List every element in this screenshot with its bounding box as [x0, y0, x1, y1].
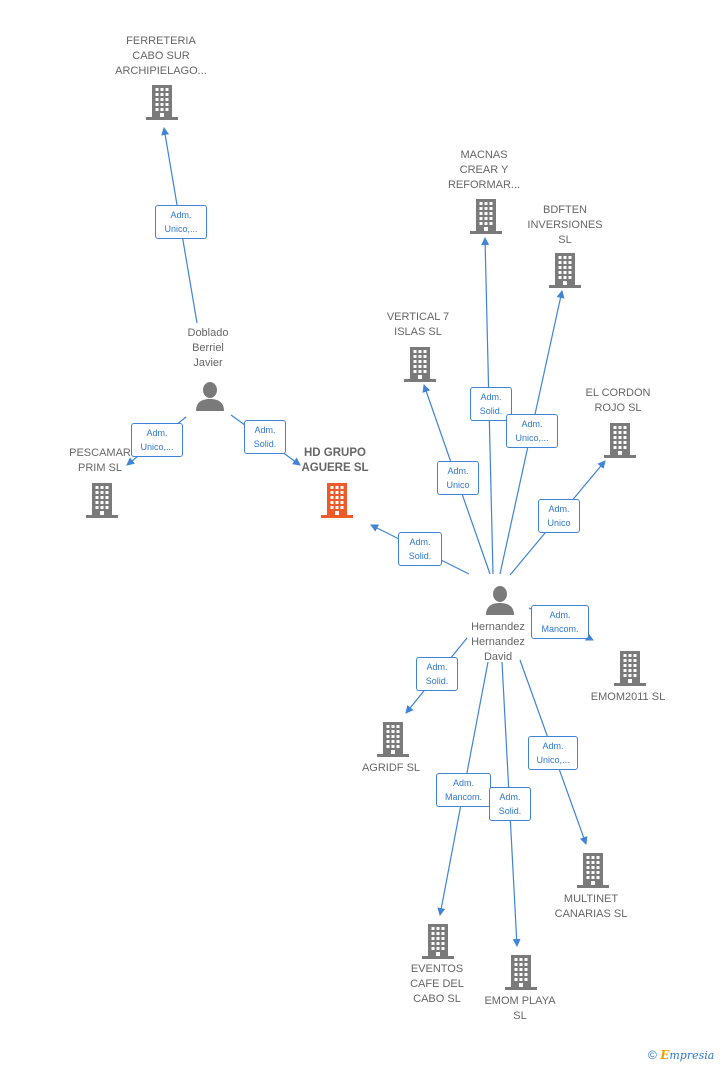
- relation-label[interactable]: Adm. Mancom.: [531, 605, 589, 639]
- relation-label[interactable]: Adm. Unico,...: [131, 423, 183, 457]
- relation-label[interactable]: Adm. Unico,...: [506, 414, 558, 448]
- building-icon[interactable]: [603, 422, 637, 463]
- company-name-macnas[interactable]: MACNAS CREAR Y REFORMAR...: [447, 148, 521, 191]
- building-icon[interactable]: [403, 346, 437, 387]
- building-icon[interactable]: [376, 721, 410, 762]
- building-icon[interactable]: [421, 923, 455, 964]
- person-name-doblado[interactable]: Doblado Berriel Javier: [187, 326, 229, 369]
- building-icon[interactable]: [613, 650, 647, 691]
- company-name-elcordon[interactable]: EL CORDON ROJO SL: [585, 387, 651, 414]
- company-name-agridf[interactable]: AGRIDF SL: [361, 762, 421, 774]
- copyright-symbol: ©: [648, 1048, 657, 1062]
- relation-label[interactable]: Adm. Solid.: [416, 657, 458, 691]
- building-icon[interactable]: [85, 482, 119, 523]
- relation-label[interactable]: Adm. Solid.: [470, 387, 512, 421]
- building-icon[interactable]: [469, 198, 503, 239]
- building-icon[interactable]: [320, 482, 354, 523]
- company-name-pescamar[interactable]: PESCAMAR PRIM SL: [69, 447, 131, 474]
- company-name-emomplaya[interactable]: EMOM PLAYA SL: [484, 995, 556, 1022]
- company-name-multinet[interactable]: MULTINET CANARIAS SL: [554, 893, 628, 920]
- person-name-hernandez[interactable]: Hernandez Hernandez David: [471, 621, 525, 663]
- company-name-hdgrupo[interactable]: HD GRUPO AGUERE SL: [301, 447, 369, 474]
- relation-label[interactable]: Adm. Unico: [538, 499, 580, 533]
- building-icon[interactable]: [145, 84, 179, 125]
- building-icon[interactable]: [504, 954, 538, 995]
- company-name-eventos[interactable]: EVENTOS CAFE DEL CABO SL: [410, 963, 464, 1005]
- brand-footer: © Empresia: [648, 1048, 714, 1062]
- relation-label[interactable]: Adm. Solid.: [398, 532, 442, 566]
- building-icon[interactable]: [548, 252, 582, 293]
- company-name-emom2011[interactable]: EMOM2011 SL: [590, 691, 666, 703]
- relation-label[interactable]: Adm. Unico: [437, 461, 479, 495]
- company-name-vertical7[interactable]: VERTICAL 7 ISLAS SL: [386, 311, 450, 338]
- relation-label[interactable]: Adm. Solid.: [489, 787, 531, 821]
- relation-label[interactable]: Adm. Unico,...: [155, 205, 207, 239]
- relation-label[interactable]: Adm. Unico,...: [528, 736, 578, 770]
- relation-label[interactable]: Adm. Mancom.: [436, 773, 491, 807]
- person-icon[interactable]: [484, 585, 516, 620]
- person-icon[interactable]: [194, 381, 226, 416]
- brand-logo-initial: E: [660, 1048, 670, 1062]
- brand-logo-text: mpresia: [669, 1049, 715, 1062]
- company-name-bdften[interactable]: BDFTEN INVERSIONES SL: [527, 203, 603, 246]
- company-name-ferreteria[interactable]: FERRETERIA CABO SUR ARCHIPIELAGO...: [115, 34, 207, 77]
- building-icon[interactable]: [576, 852, 610, 893]
- relation-label[interactable]: Adm. Solid.: [244, 420, 286, 454]
